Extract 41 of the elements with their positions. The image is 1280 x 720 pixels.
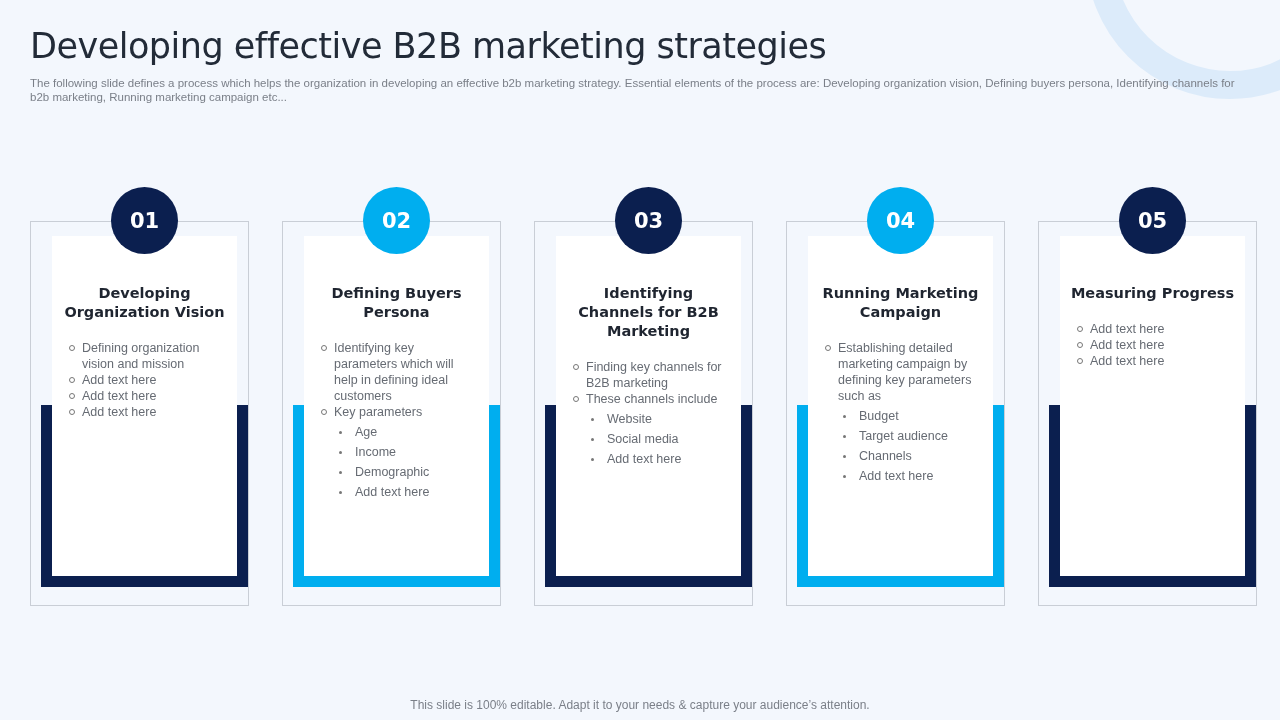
step-number-circle: 01 — [111, 187, 178, 254]
bullet-item: Add text here — [82, 405, 157, 419]
step-card — [304, 236, 489, 576]
step-number-circle: 02 — [363, 187, 430, 254]
card-heading: Measuring Progress — [1070, 284, 1235, 303]
bullet-item: Demographic — [355, 465, 430, 479]
footer-note: This slide is 100% editable. Adapt it to your needs & capture your audience’s attention. — [409, 698, 871, 712]
step-card — [556, 236, 741, 576]
bullet-item: Add text here — [1090, 322, 1165, 336]
card-heading: Defining Buyers Persona — [330, 284, 463, 322]
description-text: The following slide defines a process which helps the organization in developing an effective b2b marketing strategy. Essential elements of the process are: Developing organization vision, Defining buyers persona, Identifying channels for b2b marketing, Running marketing campaign etc... — [30, 76, 1236, 104]
bullet-item: Add text here — [859, 469, 934, 483]
step-number-circle: 03 — [615, 187, 682, 254]
bullet-item: Add text here — [355, 485, 430, 499]
bullet-item: Add text here — [607, 452, 682, 466]
card-heading: Running Marketing Campaign — [821, 284, 980, 322]
bullet-item: Add text here — [82, 389, 157, 403]
bullet-item: Target audience — [859, 429, 948, 443]
card-heading: Identifying Channels for B2B Marketing — [577, 284, 720, 341]
bullet-item: Social media — [607, 432, 679, 446]
bullet-item: Finding key channels for B2B marketing — [586, 360, 722, 390]
slide-title: Developing effective B2B marketing strategies — [30, 26, 827, 66]
bullet-item: Add text here — [1090, 354, 1165, 368]
bullet-item: Channels — [859, 449, 912, 463]
bullet-item: Website — [607, 412, 652, 426]
bullet-item: Key parameters — [334, 405, 423, 419]
card-heading: Developing Organization Vision — [63, 284, 226, 322]
bullet-item: Establishing detailed marketing campaign by defining key parameters such as — [838, 341, 972, 403]
bullet-item: These channels include — [586, 392, 718, 406]
bullet-item: Defining organization vision and mission — [82, 341, 200, 371]
step-number-circle: 05 — [1119, 187, 1186, 254]
bullet-item: Add text here — [82, 373, 157, 387]
step-card — [52, 236, 237, 576]
step-card — [1060, 236, 1245, 576]
bullet-item: Budget — [859, 409, 899, 423]
bullet-item: Identifying key parameters which will help in defining ideal customers — [334, 341, 454, 403]
bullet-item: Age — [355, 425, 378, 439]
bullet-item: Income — [355, 445, 396, 459]
bullet-item: Add text here — [1090, 338, 1165, 352]
step-card — [808, 236, 993, 576]
step-number-circle: 04 — [867, 187, 934, 254]
